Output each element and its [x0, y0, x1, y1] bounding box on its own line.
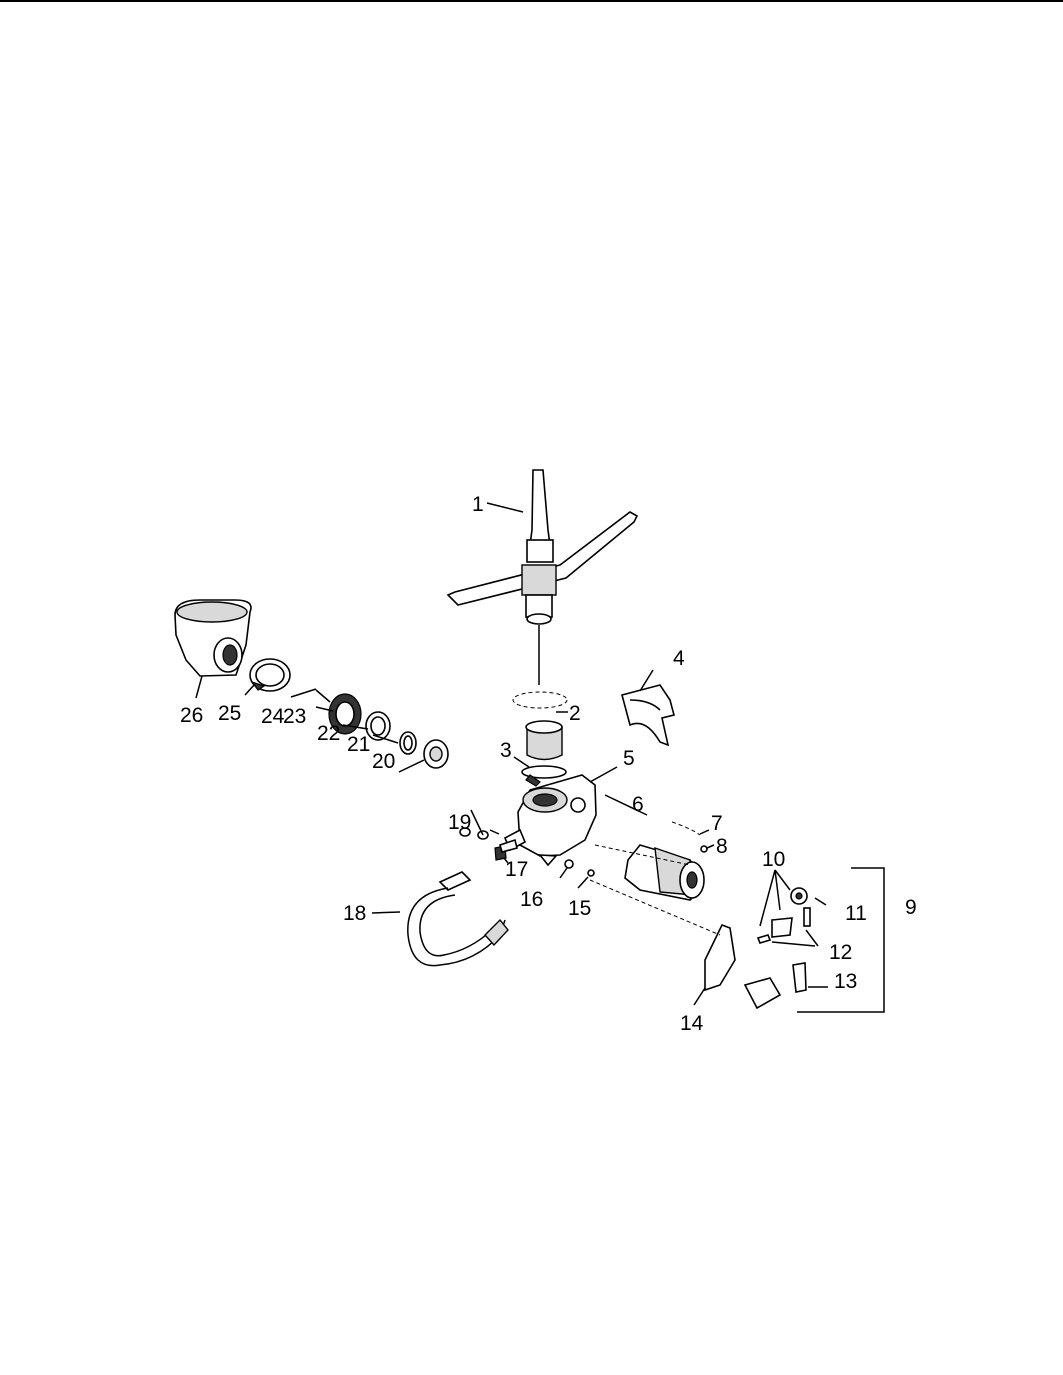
callout-3: 3	[500, 739, 512, 762]
callout-25: 25	[218, 702, 241, 725]
callout-13: 13	[834, 970, 857, 993]
callout-labels: 1 2 3 4 5 6 7 8 9 10 11 12 13 14 15 16 1…	[180, 493, 917, 1035]
motor-mount-bracket	[589, 879, 782, 1010]
page-top-rule	[0, 0, 1063, 2]
hose-clamp	[249, 658, 291, 692]
gasket	[365, 711, 391, 741]
callout-4: 4	[673, 647, 685, 670]
drain-hose	[407, 871, 509, 967]
washer	[564, 859, 595, 877]
retaining-ring	[399, 731, 417, 755]
callout-19: 19	[448, 811, 471, 834]
callout-17: 17	[505, 858, 528, 881]
callout-22: 22	[317, 722, 340, 745]
seal-ring	[512, 691, 568, 709]
impeller	[423, 739, 449, 769]
callout-11: 11	[845, 902, 867, 925]
pump-housing	[503, 774, 597, 867]
callout-20: 20	[372, 750, 395, 773]
callout-8: 8	[716, 835, 728, 858]
callout-5: 5	[623, 747, 635, 770]
bolt-set	[459, 827, 518, 853]
sump-housing	[174, 599, 252, 677]
screw	[671, 821, 708, 853]
spray-arm-assembly	[446, 469, 639, 685]
callout-2: 2	[569, 702, 581, 725]
callout-21: 21	[347, 733, 370, 756]
chopper-blade	[328, 693, 362, 735]
bracket-group	[756, 867, 885, 1013]
hub-clamp	[521, 720, 567, 787]
shield	[621, 684, 675, 747]
callout-23: 23	[283, 705, 306, 728]
callout-1: 1	[472, 493, 484, 516]
motor	[594, 844, 705, 901]
callout-6: 6	[632, 793, 644, 816]
callout-18: 18	[343, 902, 366, 925]
callout-9: 9	[905, 896, 917, 919]
callout-10: 10	[762, 848, 785, 871]
callout-26: 26	[180, 704, 203, 727]
callout-12: 12	[829, 941, 852, 964]
callout-14: 14	[680, 1012, 704, 1035]
spring	[315, 689, 331, 703]
leader-lines	[195, 502, 715, 1006]
callout-15: 15	[568, 897, 591, 920]
callout-7: 7	[711, 812, 723, 835]
callout-16: 16	[520, 888, 543, 911]
callout-24: 24	[261, 705, 285, 728]
